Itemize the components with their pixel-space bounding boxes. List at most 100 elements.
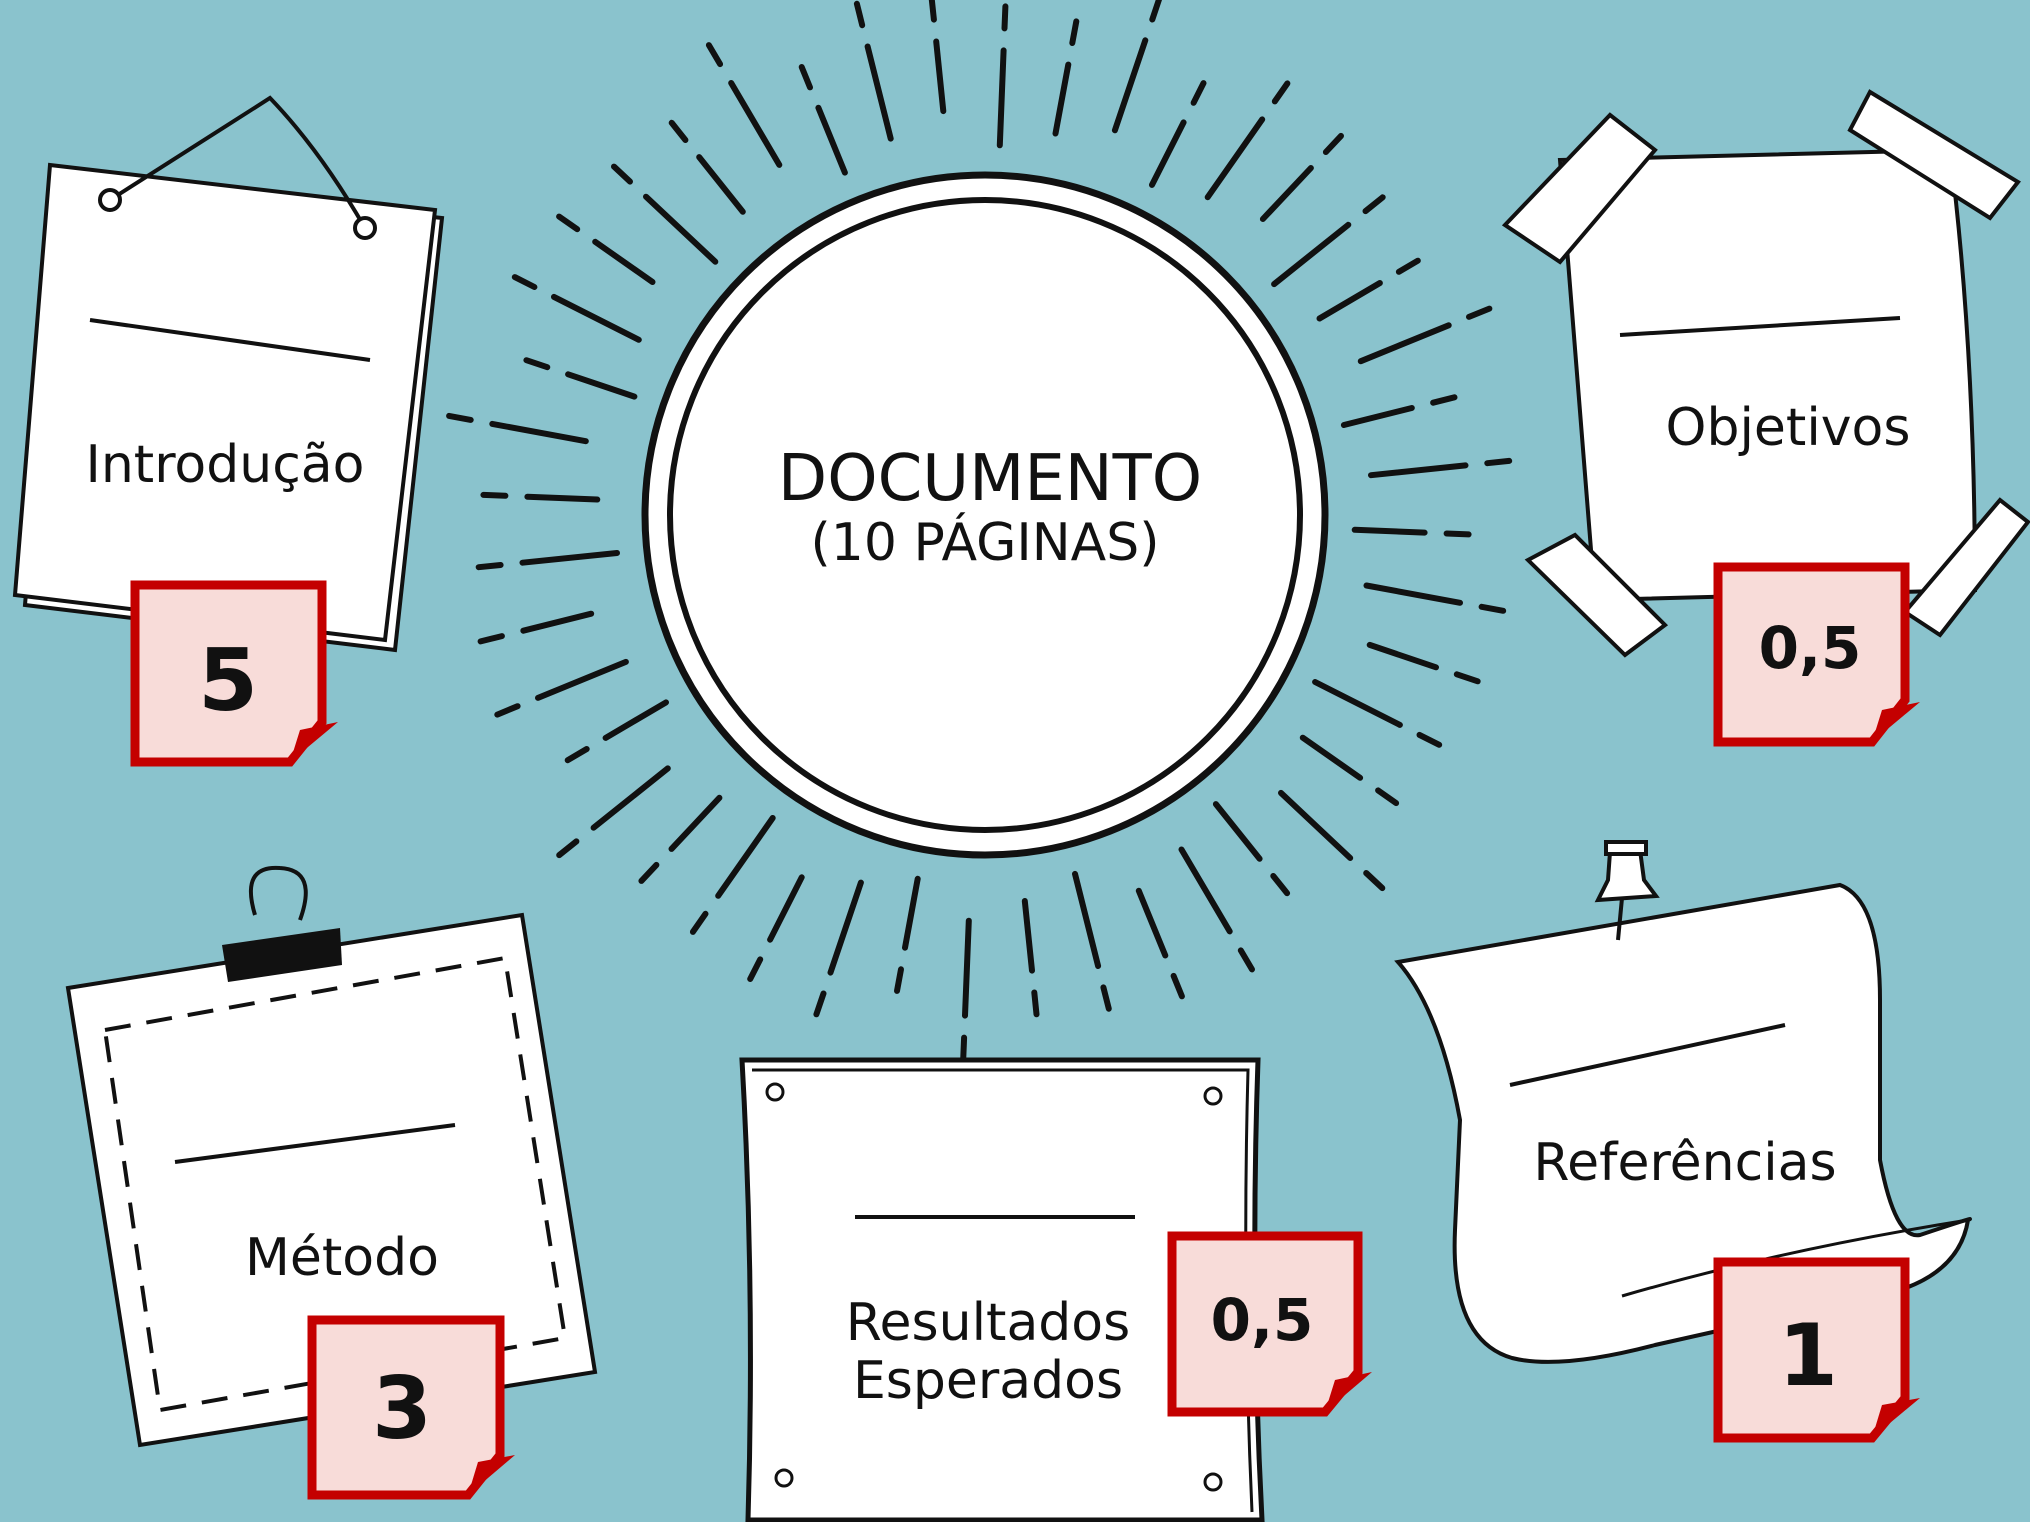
center-node: DOCUMENTO (10 PÁGINAS) <box>641 171 1329 859</box>
card-resultados: Resultados Esperados 0,5 <box>739 1057 1372 1522</box>
sun-ray <box>1135 887 1169 959</box>
sun-ray-tip <box>611 163 633 185</box>
sun-ray-tip <box>853 0 866 29</box>
sun-ray-tip <box>668 119 689 143</box>
sun-ray <box>933 38 947 115</box>
sun-ray-tip <box>894 966 904 994</box>
card-label-line1: Resultados <box>846 1293 1130 1353</box>
sun-ray-tip <box>1416 731 1443 748</box>
sun-ray-tip <box>1322 132 1344 155</box>
sun-ray <box>524 493 601 503</box>
binder-clip-icon <box>222 865 342 982</box>
badge-value: 0,5 <box>1759 614 1862 682</box>
pin-hole-left <box>98 188 122 212</box>
sun-ray-tip <box>523 357 551 371</box>
weight-badge: 5 <box>130 580 338 767</box>
card-label: Objetivos <box>1666 398 1911 458</box>
scroll-curl <box>1621 1218 1969 1298</box>
sun-ray-tip <box>1271 80 1291 105</box>
sun-ray <box>551 293 642 343</box>
sun-ray-tip <box>1069 18 1080 46</box>
sun-ray <box>1111 37 1149 134</box>
sun-ray <box>1278 789 1354 861</box>
card-label: Referências <box>1533 1133 1836 1193</box>
sun-ray <box>1340 405 1415 428</box>
center-inner-ring <box>667 197 1303 833</box>
sun-ray <box>1052 61 1072 137</box>
sun-ray <box>668 794 723 852</box>
card-objetivos: Objetivos 0,5 <box>1501 89 2030 747</box>
sun-ray <box>590 765 671 831</box>
sun-ray-tip <box>564 746 590 764</box>
sun-ray <box>1357 322 1452 365</box>
pin-hole-right <box>353 216 377 240</box>
sun-ray-tip <box>1362 194 1386 215</box>
nail-top-right <box>1203 1086 1223 1106</box>
sun-ray <box>1259 165 1314 222</box>
sun-ray-tip <box>1478 603 1507 614</box>
tape-top-left <box>1501 112 1658 265</box>
sun-ray <box>1312 679 1403 728</box>
sun-ray-tip <box>1375 787 1400 807</box>
center-outer-ring <box>641 171 1329 859</box>
sun-ray <box>519 550 620 566</box>
center-subtitle: (10 PÁGINAS) <box>810 512 1159 573</box>
sun-ray <box>827 879 864 976</box>
sun-ray <box>1366 641 1439 671</box>
badge-value: 1 <box>1778 1306 1838 1406</box>
sun-ray-tip <box>477 633 505 645</box>
badge-value: 5 <box>198 631 258 731</box>
sun-ray <box>815 104 848 176</box>
sun-ray-tip <box>1443 530 1472 538</box>
badge-value: 3 <box>372 1359 432 1459</box>
sun-ray-tip <box>1484 457 1513 467</box>
sun-ray <box>1021 898 1035 974</box>
sun-ray <box>1271 221 1352 288</box>
sun-ray-tip <box>1237 947 1255 973</box>
sun-ray-tip <box>1453 671 1481 685</box>
nail-bottom-right <box>1203 1472 1223 1492</box>
sun-ray-tip <box>1001 3 1009 32</box>
sun-ray-tip <box>747 956 764 982</box>
card-label-line2: Esperados <box>853 1351 1123 1411</box>
sun-ray <box>996 47 1007 149</box>
card-introducao: Introdução 5 <box>12 95 445 767</box>
sun-ray <box>767 874 805 943</box>
sun-ray-tip <box>798 64 813 91</box>
sun-ray <box>1299 734 1364 781</box>
paper-sheet <box>1557 147 1978 603</box>
weight-badge: 0,5 <box>1713 562 1920 747</box>
sun-ray-tip <box>475 562 504 571</box>
sun-ray <box>535 658 629 701</box>
card-metodo: Método 3 <box>65 865 598 1500</box>
paper-sheet <box>739 1057 1265 1522</box>
sun-ray <box>565 371 638 400</box>
card-label: Método <box>245 1228 439 1288</box>
sun-ray-tip <box>813 990 827 1018</box>
title-underline <box>1619 316 1901 337</box>
nail-bottom-left <box>774 1468 794 1488</box>
tape-bottom-right <box>1902 497 2030 638</box>
paper-sheet <box>12 162 438 643</box>
sun-ray <box>1204 116 1266 201</box>
sun-ray-tip <box>689 910 709 935</box>
sun-ray-tip <box>1466 305 1493 320</box>
sun-ray-tip <box>1170 972 1185 1000</box>
sun-ray-tip <box>446 412 474 423</box>
sun-ray-tip <box>556 838 580 859</box>
sun-ray <box>1316 280 1383 322</box>
scroll-paper <box>1394 882 1972 1364</box>
sun-ray <box>489 420 589 445</box>
sun-ray-tip <box>494 703 521 718</box>
sun-ray <box>1072 870 1102 969</box>
sun-ray <box>1351 526 1428 536</box>
paper-sheet <box>65 912 598 1448</box>
sun-ray-tip <box>511 274 538 290</box>
sun-ray-tip <box>960 1034 968 1063</box>
sun-ray-tip <box>1190 80 1207 106</box>
sun-ray-tip <box>638 861 660 884</box>
sun-ray-tip <box>1270 873 1291 897</box>
sun-ray <box>696 154 746 215</box>
sun-ray <box>602 699 669 741</box>
sun-ray-tip <box>480 491 509 499</box>
